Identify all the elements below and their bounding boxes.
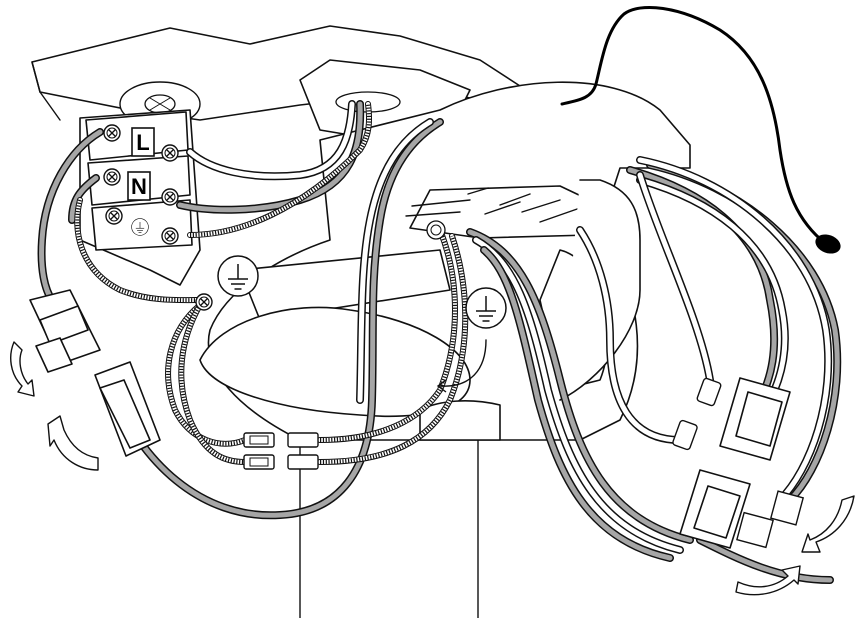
motor-wire-bundle <box>466 156 842 584</box>
supply-wires <box>37 100 444 520</box>
rotate-arrow-icon-left-bottom <box>47 415 99 471</box>
ground-pointer-arrow <box>439 339 487 387</box>
terminal-label-l: L <box>136 130 149 155</box>
rotate-arrow-icon-right-bottom <box>735 565 801 596</box>
rotate-arrow-icon-right-top <box>801 495 855 553</box>
motor-connectors <box>672 377 805 549</box>
terminal-label-n: N <box>131 174 147 199</box>
receiver-cable <box>560 5 841 254</box>
earth-screw-icon <box>195 293 213 311</box>
ground-symbol-icon-2 <box>465 287 507 329</box>
ground-symbol-icon <box>217 255 259 297</box>
spade-connectors <box>243 432 319 470</box>
terminal-screw-g-in <box>105 207 123 225</box>
terminal-screw-l-out <box>161 144 179 162</box>
terminal-screw-n-in <box>103 168 121 186</box>
terminal-screw-n-out <box>161 188 179 206</box>
terminal-label-box-l <box>131 127 155 157</box>
terminal-label-box-n <box>127 171 151 201</box>
receiver-sensor-icon <box>815 234 841 254</box>
rotate-arrow-icon-left-top <box>10 341 35 397</box>
left-plug-connector <box>29 289 161 457</box>
downrod <box>299 439 479 618</box>
terminal-screw-l-in <box>103 124 121 142</box>
terminal-screw-g-out <box>161 227 179 245</box>
terminal-ground-icon <box>131 218 149 236</box>
earth-braids <box>74 101 469 465</box>
terminal-block: L N <box>79 109 201 286</box>
